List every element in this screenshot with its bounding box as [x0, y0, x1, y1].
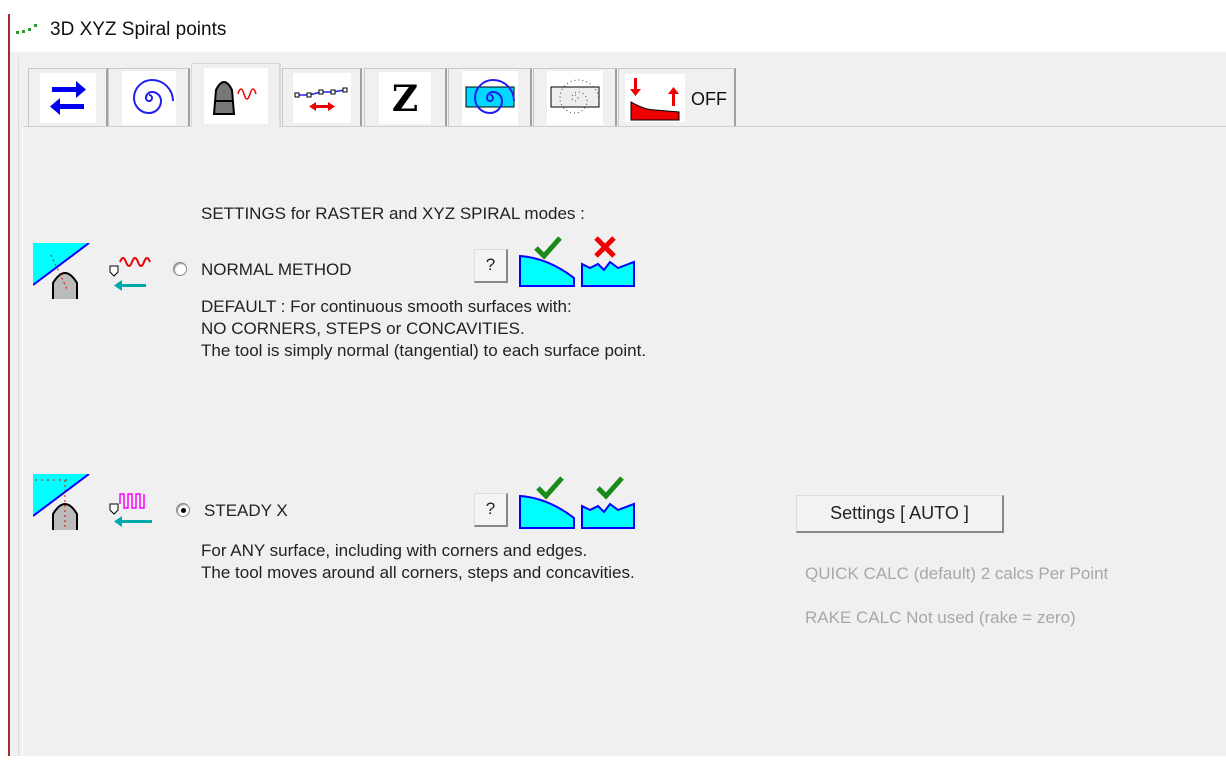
swap-arrows-icon	[39, 72, 96, 123]
points-spacing-icon	[292, 72, 351, 123]
title-bar: 3D XYZ Spiral points	[0, 0, 1226, 52]
dotted-points-icon	[16, 24, 37, 34]
svg-text:Z: Z	[392, 78, 418, 120]
tool-wave-icon	[203, 67, 268, 124]
cross-icon	[594, 236, 616, 258]
tab-spiral-dotted[interactable]	[533, 68, 617, 126]
left-border	[8, 14, 10, 756]
depth-off-label: OFF	[691, 89, 727, 109]
spiral-dotted-icon	[546, 70, 603, 125]
check-icon	[596, 476, 624, 500]
normal-desc-line: The tool is simply normal (tangential) t…	[201, 341, 647, 360]
normal-method-label[interactable]: NORMAL METHOD	[201, 260, 352, 279]
check-icon	[534, 236, 562, 260]
steady-tool-surface-icon	[33, 474, 90, 530]
steady-help-button[interactable]: ?	[474, 493, 508, 527]
check-icon	[536, 476, 564, 500]
tab-swap[interactable]	[28, 68, 108, 126]
steady-desc-line: For ANY surface, including with corners …	[201, 541, 588, 560]
divider	[18, 58, 19, 756]
spiral-icon	[121, 70, 176, 125]
tab-tool-wave[interactable]	[191, 63, 281, 127]
window-title: 3D XYZ Spiral points	[50, 19, 227, 40]
settings-auto-button[interactable]: Settings [ AUTO ]	[796, 495, 1004, 533]
normal-method-radio[interactable]	[173, 262, 187, 276]
tab-spiral[interactable]	[108, 68, 190, 126]
normal-motion-icon	[109, 257, 151, 291]
normal-desc-line: DEFAULT : For continuous smooth surfaces…	[201, 297, 572, 316]
z-letter-icon: Z	[379, 71, 431, 124]
tab-spiral-band[interactable]	[448, 68, 532, 126]
steady-x-radio[interactable]	[176, 503, 190, 517]
rake-calc-status: RAKE CALC Not used (rake = zero)	[805, 608, 1076, 627]
steady-desc-line: The tool moves around all corners, steps…	[201, 563, 635, 582]
normal-tool-surface-icon	[33, 243, 90, 299]
steady-description: For ANY surface, including with corners …	[201, 540, 635, 584]
depth-arrows-icon	[625, 73, 685, 122]
steady-x-label[interactable]: STEADY X	[204, 501, 288, 520]
steady-motion-icon	[109, 493, 152, 527]
normal-help-button[interactable]: ?	[474, 249, 508, 283]
quick-calc-status: QUICK CALC (default) 2 calcs Per Point	[805, 564, 1109, 583]
tab-depth-off[interactable]: OFF	[618, 68, 736, 126]
spiral-band-icon	[461, 70, 518, 125]
steady-surface-examples-icon	[519, 476, 635, 529]
normal-description: DEFAULT : For continuous smooth surfaces…	[201, 296, 646, 362]
settings-heading: SETTINGS for RASTER and XYZ SPIRAL modes…	[201, 204, 585, 223]
normal-desc-line: NO CORNERS, STEPS or CONCAVITIES.	[201, 319, 525, 338]
tab-panel	[22, 126, 1226, 756]
tab-z[interactable]: Z	[364, 68, 447, 126]
dialog-body	[10, 52, 1226, 756]
normal-surface-examples-icon	[519, 236, 635, 287]
tab-point-spacing[interactable]	[282, 68, 362, 126]
